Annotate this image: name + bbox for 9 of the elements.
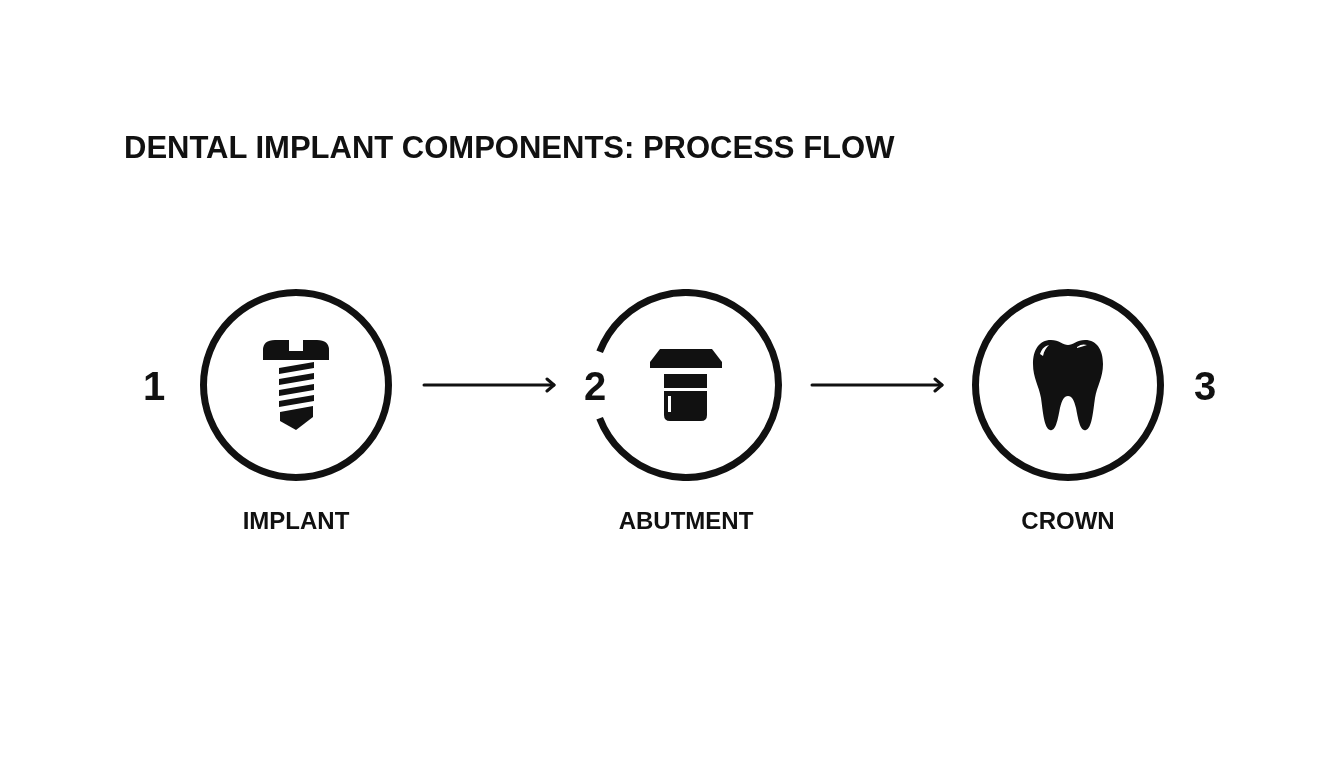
step-label: IMPLANT xyxy=(242,507,350,536)
step-label: CROWN xyxy=(1021,507,1115,536)
step-number: 2 xyxy=(584,364,607,408)
step-number: 3 xyxy=(1194,364,1217,408)
arrow xyxy=(810,377,944,393)
step-label: ABUTMENT xyxy=(618,507,754,536)
step-number: 1 xyxy=(143,364,166,408)
diagram-title: DENTAL IMPLANT COMPONENTS: PROCESS FLOW xyxy=(124,129,895,167)
arrow xyxy=(422,377,556,393)
